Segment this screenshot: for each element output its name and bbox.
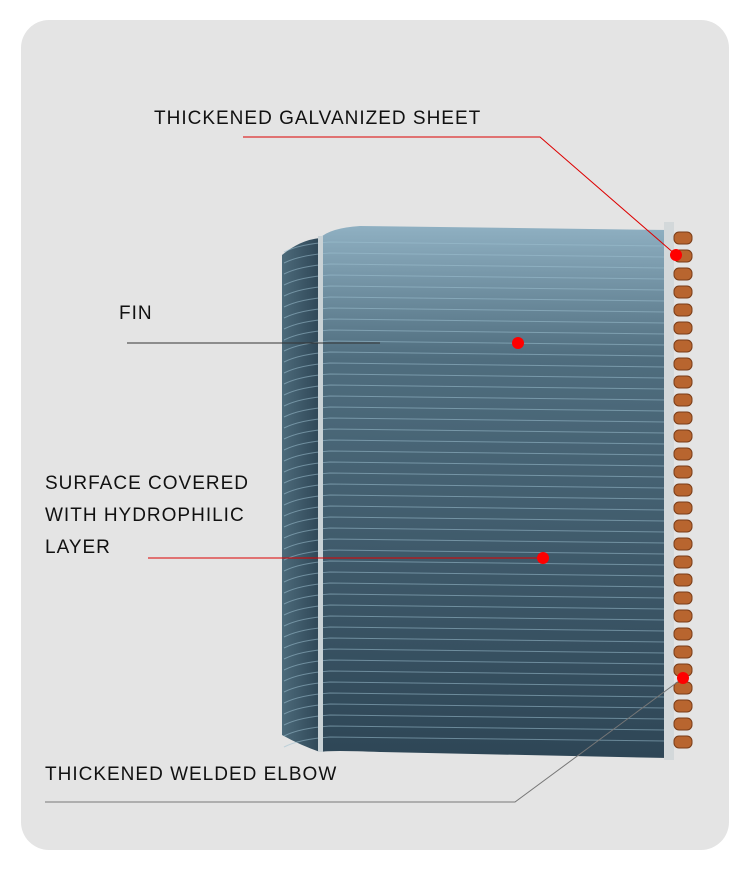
callout-surface-line2: WITH HYDROPHILIC bbox=[45, 505, 245, 526]
fin-stripe bbox=[283, 318, 667, 330]
copper-elbow bbox=[673, 483, 693, 497]
copper-elbow bbox=[673, 267, 693, 281]
copper-elbow bbox=[673, 393, 693, 407]
fin-stripe bbox=[283, 285, 667, 297]
copper-elbow bbox=[673, 537, 693, 551]
fin-stripe bbox=[283, 329, 667, 341]
copper-elbow bbox=[673, 591, 693, 605]
fin-stripe bbox=[283, 340, 667, 352]
fin-stripe bbox=[283, 373, 667, 385]
copper-elbow bbox=[673, 285, 693, 299]
fin-stripe bbox=[283, 538, 667, 550]
fin-stripe bbox=[283, 417, 667, 429]
copper-elbow bbox=[673, 303, 693, 317]
fin-stripe bbox=[283, 296, 667, 308]
copper-elbow bbox=[673, 501, 693, 515]
fin-stripe bbox=[283, 648, 667, 660]
fin-stripe bbox=[283, 263, 667, 275]
fin-stripe bbox=[283, 593, 667, 605]
fin-stripe bbox=[283, 307, 667, 319]
fin-stripe bbox=[283, 571, 667, 583]
coil-front-face bbox=[320, 226, 668, 758]
copper-elbow bbox=[673, 645, 693, 659]
fin-stripe bbox=[283, 736, 667, 748]
fin-stripe bbox=[283, 395, 667, 407]
fin-stripe bbox=[283, 626, 667, 638]
fin-callout-dot bbox=[512, 337, 524, 349]
fin-stripe bbox=[283, 637, 667, 649]
fin-stripe bbox=[283, 494, 667, 506]
copper-elbow bbox=[673, 429, 693, 443]
fin-stripe bbox=[283, 703, 667, 715]
galvanized-callout-dot bbox=[670, 249, 682, 261]
galvanized-callout-line bbox=[243, 136, 677, 256]
fin-stripe bbox=[283, 714, 667, 726]
elbow-callout-dot bbox=[677, 672, 689, 684]
copper-elbow bbox=[673, 447, 693, 461]
coil-side-face bbox=[282, 238, 320, 752]
callout-surface-line3: LAYER bbox=[45, 537, 111, 558]
fin-stripe bbox=[283, 615, 667, 627]
copper-elbow bbox=[673, 627, 693, 641]
galvanized-side-plate bbox=[664, 222, 674, 760]
copper-elbow bbox=[673, 465, 693, 479]
copper-elbow bbox=[673, 609, 693, 623]
copper-elbows bbox=[673, 231, 693, 749]
copper-elbow bbox=[673, 717, 693, 731]
copper-elbow bbox=[673, 321, 693, 335]
fin-stripe bbox=[283, 439, 667, 451]
copper-elbow bbox=[673, 375, 693, 389]
copper-elbow bbox=[673, 573, 693, 587]
fin-stripe bbox=[283, 516, 667, 528]
copper-elbow bbox=[673, 519, 693, 533]
fin-stripe bbox=[283, 659, 667, 671]
fin-stripe bbox=[283, 582, 667, 594]
fin-stripe bbox=[283, 681, 667, 693]
fin-stripe bbox=[283, 604, 667, 616]
fin-stripe bbox=[283, 428, 667, 440]
fin-stripe bbox=[283, 384, 667, 396]
fin-stripe bbox=[283, 725, 667, 737]
copper-elbow bbox=[673, 231, 693, 245]
fin-stripes bbox=[283, 241, 667, 748]
fin-stripe bbox=[283, 692, 667, 704]
callout-galvanized-sheet: THICKENED GALVANIZED SHEET bbox=[154, 108, 482, 129]
callout-welded-elbow: THICKENED WELDED ELBOW bbox=[45, 764, 338, 785]
fin-stripe bbox=[283, 472, 667, 484]
fin-stripe bbox=[283, 241, 667, 253]
copper-elbow bbox=[673, 699, 693, 713]
fin-stripe bbox=[283, 351, 667, 363]
fin-stripe bbox=[283, 461, 667, 473]
surface-callout-dot bbox=[537, 552, 549, 564]
fin-stripe bbox=[283, 406, 667, 418]
fin-stripe bbox=[283, 252, 667, 264]
fin-stripe bbox=[283, 450, 667, 462]
fin-stripe bbox=[283, 527, 667, 539]
fin-stripe bbox=[283, 274, 667, 286]
copper-elbow bbox=[673, 339, 693, 353]
fin-stripe bbox=[283, 505, 667, 517]
fin-stripe bbox=[283, 362, 667, 374]
copper-elbow bbox=[673, 357, 693, 371]
copper-elbow bbox=[673, 735, 693, 749]
fin-stripe bbox=[283, 670, 667, 682]
fin-stripe bbox=[283, 560, 667, 572]
elbow-callout-line bbox=[45, 677, 684, 803]
callout-surface-line1: SURFACE COVERED bbox=[45, 473, 249, 494]
callout-fin: FIN bbox=[119, 303, 153, 324]
copper-elbow bbox=[673, 411, 693, 425]
galvanized-sheet-plate bbox=[318, 236, 323, 752]
copper-elbow bbox=[673, 555, 693, 569]
fin-stripe bbox=[283, 483, 667, 495]
